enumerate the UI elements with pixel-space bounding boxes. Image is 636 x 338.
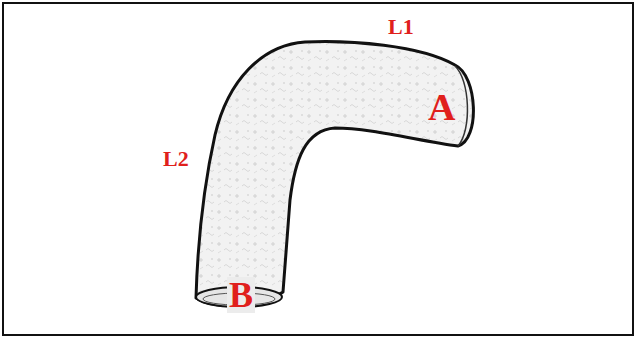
length-label: L2	[163, 148, 189, 170]
pipe-outline	[196, 42, 473, 306]
pipe-end-a	[455, 66, 467, 146]
length-label: L1	[388, 16, 414, 38]
end-label: B	[227, 277, 255, 313]
frame	[3, 3, 633, 335]
end-label: A	[428, 88, 455, 126]
